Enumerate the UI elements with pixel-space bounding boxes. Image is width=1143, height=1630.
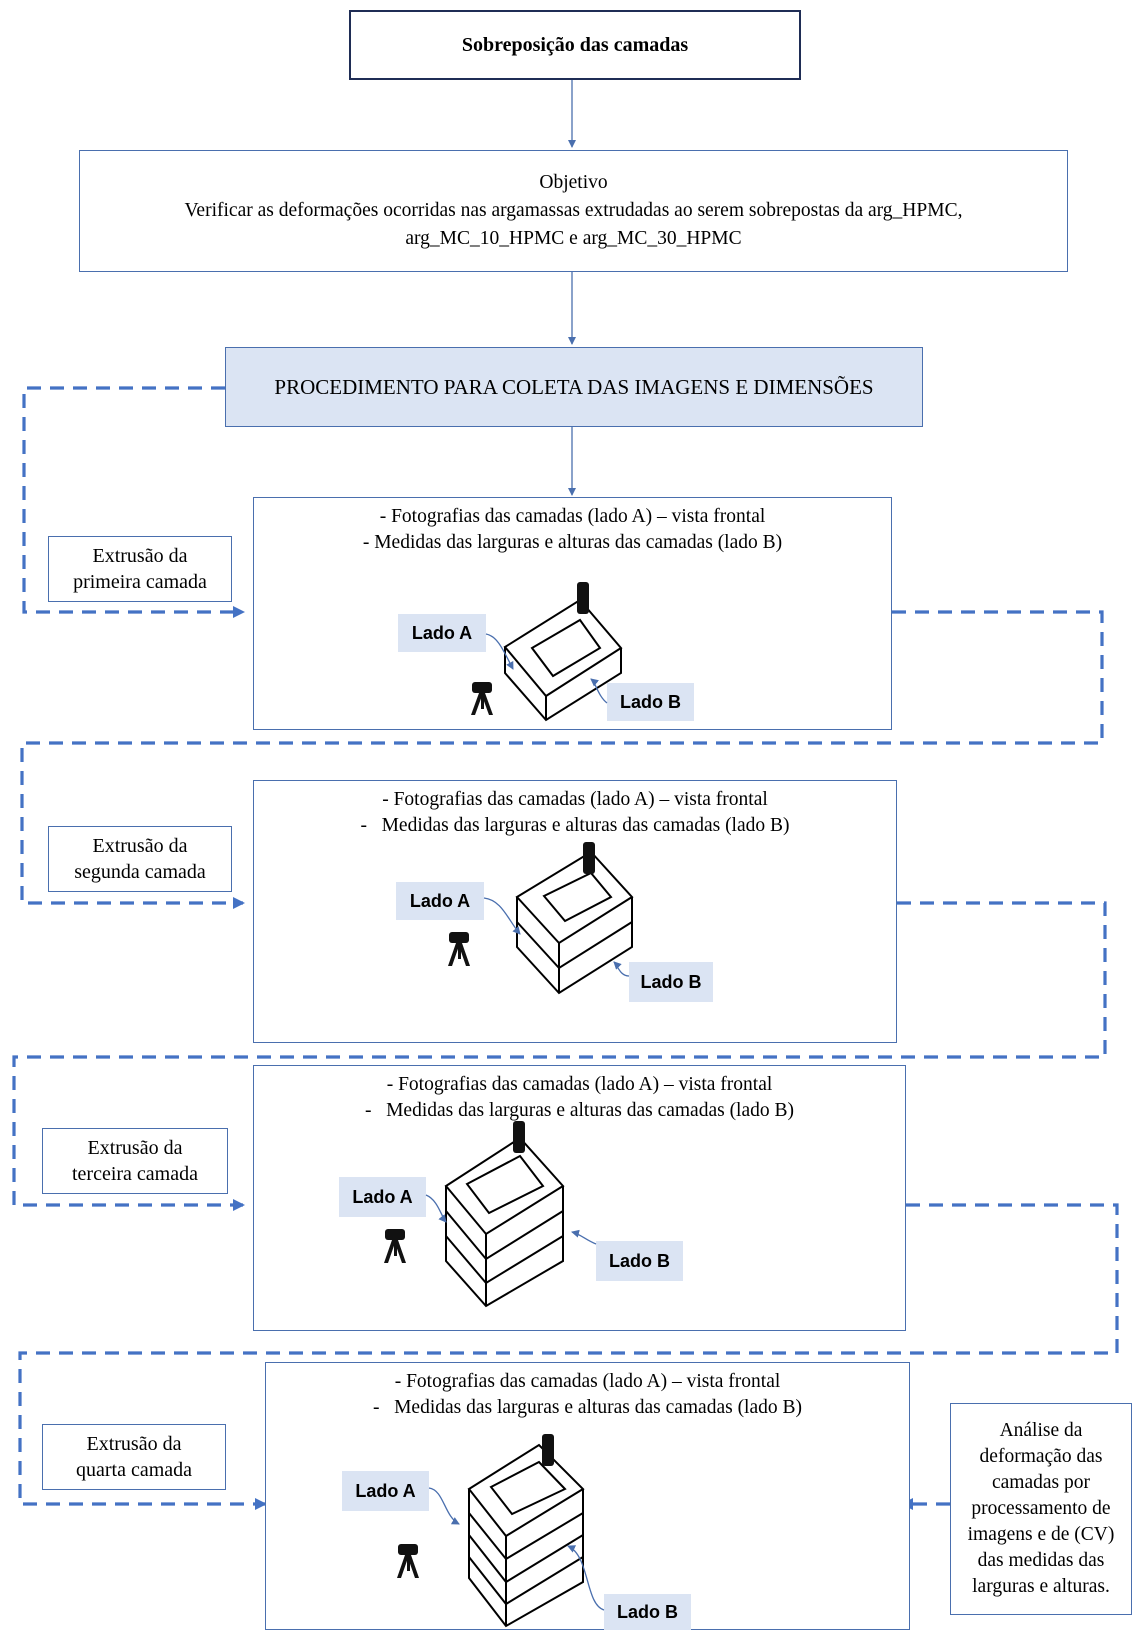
step-2-box-icon	[515, 850, 634, 995]
step-2-line-2: - Medidas das larguras e alturas das cam…	[360, 815, 790, 836]
step-4-camera-icon	[397, 1544, 419, 1578]
objective-line-1: Verificar as deformações ocorridas nas a…	[184, 200, 963, 221]
step-1-line-1: - Fotografias das camadas (lado A) – vis…	[379, 506, 766, 527]
analysis-line-2: deformação das	[979, 1446, 1103, 1467]
step-3-label-a: Lado A	[339, 1177, 426, 1217]
procedure-box: PROCEDIMENTO PARA COLETA DAS IMAGENS E D…	[225, 347, 923, 427]
step-2-side-line-2: segunda camada	[74, 861, 206, 883]
step-4-side-line-2: quarta camada	[75, 1459, 193, 1481]
step-3-line-2: - Medidas das larguras e alturas das cam…	[364, 1100, 795, 1121]
analysis-box: Análise da deformação das camadas por pr…	[950, 1403, 1132, 1615]
step-4-side-box: Extrusão da quarta camada	[42, 1424, 226, 1490]
step-1-label-b: Lado B	[607, 683, 694, 721]
step-2-label-b: Lado B	[629, 962, 713, 1002]
step-1-pointer-a	[485, 633, 514, 670]
step-1-side-line-2: primeira camada	[73, 571, 207, 593]
step-1-side-line-1: Extrusão da	[92, 545, 188, 567]
step-2-pointer-a	[483, 897, 521, 935]
analysis-line-6: das medidas das	[977, 1550, 1105, 1571]
step-3-line-1: - Fotografias das camadas (lado A) – vis…	[386, 1074, 773, 1095]
title-box: Sobreposição das camadas	[349, 10, 801, 80]
step-2-label-a: Lado A	[396, 882, 484, 920]
step-1-box-icon	[503, 598, 623, 722]
step-3-camera-icon	[384, 1229, 406, 1263]
step-1-side-box: Extrusão da primeira camada	[48, 536, 232, 602]
step-3-label-b: Lado B	[596, 1241, 683, 1281]
step-3-side-line-2: terceira camada	[71, 1163, 198, 1185]
step-1-line-2: - Medidas das larguras e alturas das cam…	[362, 532, 783, 553]
objective-box: Objetivo Verificar as deformações ocorri…	[79, 150, 1068, 272]
procedure-text: PROCEDIMENTO PARA COLETA DAS IMAGENS E D…	[274, 374, 874, 399]
step-4-pointer-a	[428, 1487, 460, 1525]
dashed-step3-to-step4	[18, 1203, 1119, 1510]
analysis-line-5: imagens e de (CV)	[967, 1524, 1115, 1545]
step-3-side-box: Extrusão da terceira camada	[42, 1128, 228, 1194]
step-2-camera-icon	[448, 932, 470, 966]
objective-line-2: arg_MC_10_HPMC e arg_MC_30_HPMC	[405, 228, 742, 249]
step-2-pointer-b	[613, 961, 630, 977]
step-1-pointer-b	[590, 678, 608, 704]
step-3-box-icon	[444, 1136, 565, 1308]
step-1-label-a: Lado A	[398, 614, 486, 652]
step-4-line-2: - Medidas das larguras e alturas das cam…	[372, 1397, 803, 1418]
step-4-label-b: Lado B	[604, 1594, 691, 1630]
step-2-side-line-1: Extrusão da	[92, 835, 188, 857]
analysis-line-1: Análise da	[999, 1420, 1083, 1441]
dashed-step1-to-step2	[20, 610, 1104, 909]
analysis-line-3: camadas por	[992, 1472, 1090, 1493]
step-4-label-a: Lado A	[342, 1471, 429, 1511]
step-3-pointer-a	[425, 1194, 447, 1223]
step-4-nozzle-icon	[542, 1434, 554, 1466]
step-4-side-line-1: Extrusão da	[86, 1433, 182, 1455]
step-3-nozzle-icon	[513, 1121, 525, 1153]
step-1-nozzle-icon	[577, 582, 589, 614]
step-2-side-box: Extrusão da segunda camada	[48, 826, 232, 892]
step-4-box-icon	[467, 1443, 585, 1628]
analysis-line-4: processamento de	[971, 1498, 1111, 1519]
step-4-pointer-b	[567, 1545, 605, 1611]
analysis-line-7: larguras e alturas.	[972, 1576, 1110, 1597]
objective-heading: Objetivo	[539, 172, 608, 193]
step-2-nozzle-icon	[583, 842, 595, 874]
title-text: Sobreposição das camadas	[461, 33, 689, 56]
dashed-procedure-to-step1	[22, 386, 245, 618]
dashed-step2-to-step3	[12, 901, 1107, 1211]
step-3-side-line-1: Extrusão da	[87, 1137, 183, 1159]
step-3-pointer-b	[571, 1229, 597, 1245]
step-3-box: - Fotografias das camadas (lado A) – vis…	[253, 1065, 906, 1331]
step-1-camera-icon	[471, 682, 493, 715]
step-2-line-1: - Fotografias das camadas (lado A) – vis…	[382, 789, 768, 810]
step-4-line-1: - Fotografias das camadas (lado A) – vis…	[394, 1371, 781, 1392]
